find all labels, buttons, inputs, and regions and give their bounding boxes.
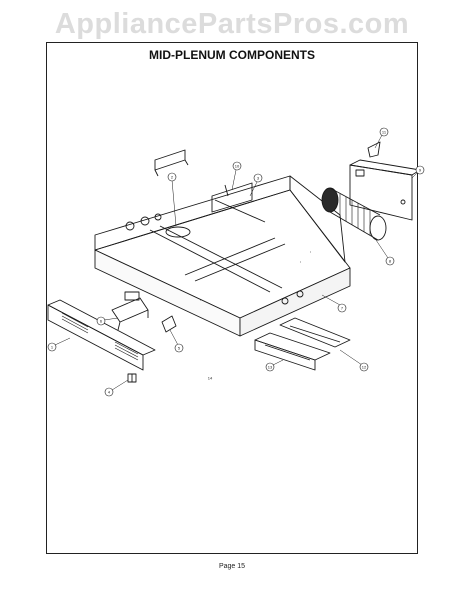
callout-label: 13	[268, 365, 273, 370]
callout-5	[174, 343, 184, 353]
sensor-part	[161, 315, 177, 333]
callout-11	[379, 127, 389, 137]
page-border	[46, 42, 418, 554]
callout-3	[253, 173, 263, 183]
callout-label: 8	[389, 259, 392, 264]
callout-label: 2	[171, 175, 174, 180]
control-board	[254, 332, 331, 371]
page-title: MID-PLENUM COMPONENTS	[149, 48, 315, 62]
callout-label: 10	[235, 164, 240, 169]
screw	[127, 373, 137, 383]
callout-1	[47, 342, 57, 352]
blower-wheel	[321, 187, 387, 241]
plenum-tray	[94, 175, 351, 337]
callout-label: 5	[178, 346, 181, 351]
callout-label: 12	[362, 365, 367, 370]
blower-bracket	[349, 159, 421, 221]
callout-8	[385, 256, 395, 266]
callout-label: 3	[257, 176, 260, 181]
louvered-panel	[47, 299, 156, 371]
callout-label: 14	[208, 376, 213, 381]
callout-label: 4	[108, 390, 111, 395]
strip-component	[279, 317, 351, 348]
callout-4	[104, 387, 114, 397]
callout-label: 9	[419, 168, 422, 173]
callout-label: 6	[100, 319, 103, 324]
callout-12	[359, 362, 369, 372]
callout-2	[167, 172, 177, 182]
callout-13	[265, 362, 275, 372]
callout-9	[415, 165, 425, 175]
callout-6	[96, 316, 106, 326]
page-number: Page 15	[218, 563, 246, 570]
switch-assembly	[111, 291, 149, 331]
callout-7	[337, 303, 347, 313]
callout-label: 11	[382, 130, 387, 135]
clip-piece	[367, 141, 381, 158]
top-bracket-small	[154, 149, 189, 177]
center-bracket	[211, 182, 253, 213]
callout-label: 7	[341, 306, 344, 311]
callout-label: 1	[51, 345, 54, 350]
watermark-logo: AppliancePartsPros.com	[54, 8, 410, 40]
callout-group	[47, 127, 425, 397]
callout-10	[232, 161, 242, 171]
